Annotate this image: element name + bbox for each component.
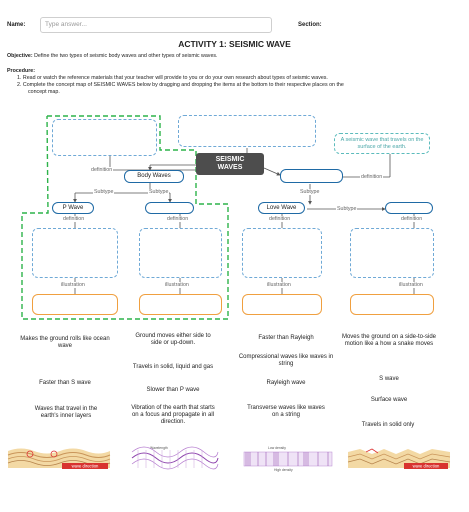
subtype-label-surface: Subtype: [299, 189, 321, 195]
drop-zone-love-wave-definition[interactable]: [242, 228, 322, 278]
choice-vibration-from-focus[interactable]: Vibration of the earth that starts on a …: [131, 405, 215, 426]
subtype-label-s: Subtype: [148, 189, 170, 195]
name-input[interactable]: Type answer...: [40, 17, 272, 33]
section-label: Section:: [298, 22, 322, 28]
drop-zone-rayleigh-wave-illustration[interactable]: [350, 294, 434, 315]
drop-zone-s-wave-illustration[interactable]: [139, 294, 222, 315]
drop-zone-p-wave-illustration[interactable]: [32, 294, 118, 315]
wave-direction-label-2: wave direction: [413, 464, 440, 469]
drop-zone-body-waves-definition[interactable]: [52, 119, 157, 156]
svg-text:Wavelength: Wavelength: [150, 446, 168, 450]
seismic-waves-node: SEISMIC WAVES: [196, 153, 264, 175]
procedure-step-1: 1. Read or watch the reference materials…: [17, 75, 328, 81]
definition-label-surface: definition: [360, 174, 384, 180]
page-title: ACTIVITY 1: SEISMIC WAVE: [178, 39, 291, 49]
illustration-love-wave-image[interactable]: wave direction: [346, 445, 452, 472]
s-wave-illustration-icon: Wavelength: [131, 446, 219, 470]
love-wave-illustration-icon: wave direction: [347, 448, 451, 469]
definition-label-body: definition: [90, 167, 114, 173]
procedure-step-2-cont: concept map.: [28, 89, 60, 95]
choice-rayleigh-wave[interactable]: Rayleigh wave: [266, 380, 306, 386]
choice-faster-than-rayleigh[interactable]: Faster than Rayleigh: [258, 335, 314, 341]
definition-label-3: definition: [268, 216, 292, 222]
drop-zone-seismic-waves-definition[interactable]: [178, 115, 316, 147]
svg-text:Low density: Low density: [268, 446, 286, 450]
love-wave-node: Love Wave: [258, 202, 305, 214]
choice-transverse-waves[interactable]: Transverse waves like waves on a string: [247, 405, 325, 419]
drop-zone-rayleigh-wave-definition[interactable]: [350, 228, 434, 278]
illustration-label-4: illustration: [398, 282, 424, 288]
choice-ground-rolls[interactable]: Makes the ground rolls like ocean wave: [20, 336, 110, 350]
illustration-label-3: illustration: [266, 282, 292, 288]
definition-label-4: definition: [400, 216, 424, 222]
body-waves-node: Body Waves: [124, 170, 184, 183]
svg-text:High density: High density: [274, 468, 293, 472]
wave-direction-label-1: wave direction: [72, 464, 99, 469]
definition-label-2: definition: [166, 216, 190, 222]
body-waves-group-outline: [21, 115, 229, 320]
choice-solid-liquid-gas[interactable]: Travels in solid, liquid and gas: [132, 364, 214, 370]
choice-snake-motion[interactable]: Moves the ground on a side-to-side motio…: [341, 334, 437, 348]
objective: Objective: Define the two types of seism…: [7, 53, 218, 60]
drop-zone-s-wave-definition[interactable]: [139, 228, 222, 278]
surface-wave-definition-box: A seismic wave that travels on the surfa…: [334, 133, 430, 154]
choice-surface-wave[interactable]: Surface wave: [370, 397, 408, 403]
choice-side-to-side-up-down[interactable]: Ground moves either side to side or up-d…: [135, 333, 211, 347]
procedure-step-2: 2. Complete the concept map of SEISMIC W…: [17, 82, 344, 88]
choice-s-wave[interactable]: S wave: [379, 376, 399, 382]
subtype-label-p: Subtype: [93, 189, 115, 195]
objective-text: Define the two types of seismic body wav…: [34, 53, 218, 59]
illustration-rayleigh-image[interactable]: wave direction: [6, 445, 112, 472]
choice-compressional-waves[interactable]: Compressional waves like waves in string: [238, 354, 334, 368]
definition-label-1: definition: [62, 216, 86, 222]
drop-zone-love-wave-illustration[interactable]: [242, 294, 322, 315]
rayleigh-illustration-icon: wave direction: [7, 448, 111, 469]
choice-faster-than-s-wave[interactable]: Faster than S wave: [39, 380, 91, 386]
choice-inner-layers[interactable]: Waves that travel in the earth's inner l…: [34, 406, 98, 420]
illustration-s-wave-image[interactable]: Wavelength: [128, 444, 220, 472]
subtype-label-surface-2: Subtype: [336, 206, 358, 212]
p-wave-node: P Wave: [52, 202, 94, 214]
drop-zone-s-wave[interactable]: [145, 202, 194, 214]
surface-wave-definition-text: A seismic wave that travels on the surfa…: [340, 137, 424, 150]
p-wave-illustration-icon: Low density High density: [243, 446, 333, 472]
illustration-label-1: illustration: [60, 282, 86, 288]
name-label: Name:: [7, 22, 26, 28]
drop-zone-surface-waves[interactable]: [280, 169, 343, 183]
procedure-label: Procedure:: [7, 68, 35, 74]
drop-zone-p-wave-definition[interactable]: [32, 228, 118, 278]
objective-label: Objective:: [7, 53, 33, 59]
drop-zone-rayleigh-wave[interactable]: [385, 202, 433, 214]
choice-travels-solid-only[interactable]: Travels in solid only: [361, 422, 415, 428]
illustration-label-2: illustration: [164, 282, 190, 288]
illustration-p-wave-image[interactable]: Low density High density: [238, 444, 338, 472]
choice-slower-than-p-wave[interactable]: Slower than P wave: [146, 387, 200, 393]
